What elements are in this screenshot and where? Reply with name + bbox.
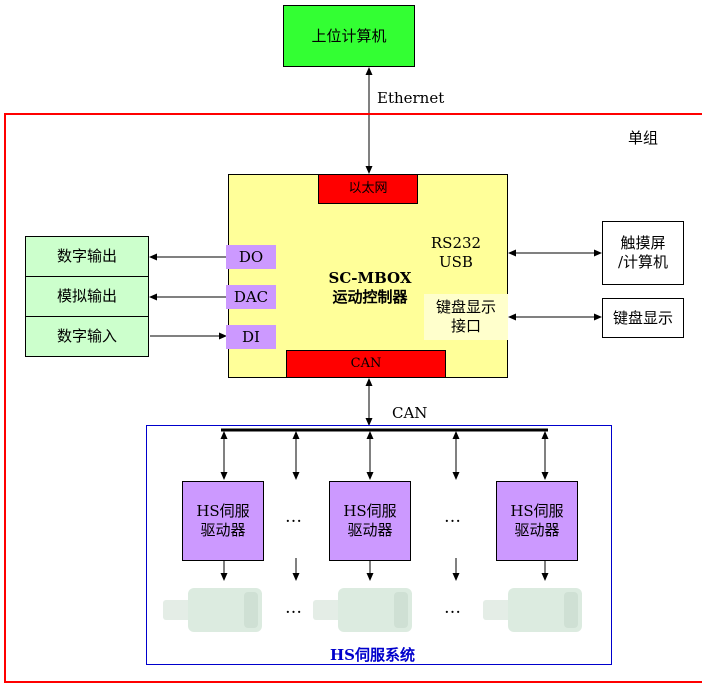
- do-port-label: DO: [238, 247, 264, 266]
- servo-motor-1: [163, 588, 262, 632]
- digital-input-label: 数字输入: [56, 327, 117, 346]
- can-port-label: CAN: [350, 355, 382, 371]
- digital-input-box: 数字输入: [25, 316, 149, 357]
- single-group-frame: [4, 113, 702, 683]
- servo-drive-2-line1: HS伺服: [343, 502, 397, 521]
- servo-drive-3-line1: HS伺服: [510, 502, 564, 521]
- controller-title-line2: 运动控制器: [332, 288, 408, 306]
- servo-drive-3: HS伺服 驱动器: [496, 481, 578, 561]
- keyboard-display-box: 键盘显示: [602, 298, 684, 338]
- servo-drive-1: HS伺服 驱动器: [182, 481, 264, 561]
- servo-drive-3-line2: 驱动器: [514, 521, 560, 539]
- dac-port: DAC: [226, 285, 276, 309]
- single-group-label: 单组: [628, 129, 659, 147]
- analog-output-label: 模拟输出: [56, 287, 117, 306]
- host-computer-box: 上位计算机: [283, 5, 415, 67]
- digital-output-label: 数字输出: [56, 247, 117, 266]
- digital-output-box: 数字输出: [25, 236, 149, 277]
- serial-line1: RS232: [430, 234, 482, 253]
- can-bus-label: CAN: [392, 404, 428, 422]
- ethernet-port-label: 以太网: [348, 180, 388, 196]
- servo-drive-2: HS伺服 驱动器: [329, 481, 411, 561]
- keyboard-interface-line2: 接口: [450, 317, 481, 335]
- servo-system-frame: [146, 425, 612, 665]
- servo-motor-2: [313, 588, 412, 632]
- analog-output-box: 模拟输出: [25, 276, 149, 317]
- serial-line2: USB: [439, 253, 473, 271]
- touchscreen-line1: 触摸屏: [620, 234, 666, 253]
- can-port: CAN: [286, 350, 446, 378]
- drive-ellipsis-1: …: [285, 507, 303, 527]
- keyboard-interface-line1: 键盘显示: [435, 298, 496, 317]
- di-port-label: DI: [242, 327, 260, 346]
- drive-ellipsis-2: …: [444, 507, 462, 527]
- di-port: DI: [226, 325, 276, 349]
- motor-ellipsis-2: …: [444, 598, 462, 618]
- dac-port-label: DAC: [233, 287, 269, 306]
- ethernet-label: Ethernet: [377, 89, 445, 107]
- touchscreen-computer-box: 触摸屏 /计算机: [602, 221, 684, 285]
- servo-drive-1-line2: 驱动器: [200, 521, 246, 539]
- motor-ellipsis-1: …: [285, 598, 303, 618]
- do-port: DO: [226, 245, 276, 269]
- ethernet-port: 以太网: [318, 174, 418, 204]
- touchscreen-line2: /计算机: [617, 253, 669, 271]
- controller-title: SC-MBOX 运动控制器: [300, 264, 440, 312]
- servo-drive-2-line2: 驱动器: [347, 521, 393, 539]
- keyboard-display-label: 键盘显示: [612, 308, 673, 327]
- servo-system-title: HS伺服系统: [330, 646, 416, 664]
- keyboard-display-interface: 键盘显示 接口: [424, 294, 508, 340]
- host-computer-label: 上位计算机: [311, 26, 387, 45]
- serial-interface: RS232 USB: [426, 232, 486, 274]
- servo-motor-3: [483, 588, 582, 632]
- controller-title-line1: SC-MBOX: [328, 269, 412, 288]
- servo-drive-1-line1: HS伺服: [196, 502, 250, 521]
